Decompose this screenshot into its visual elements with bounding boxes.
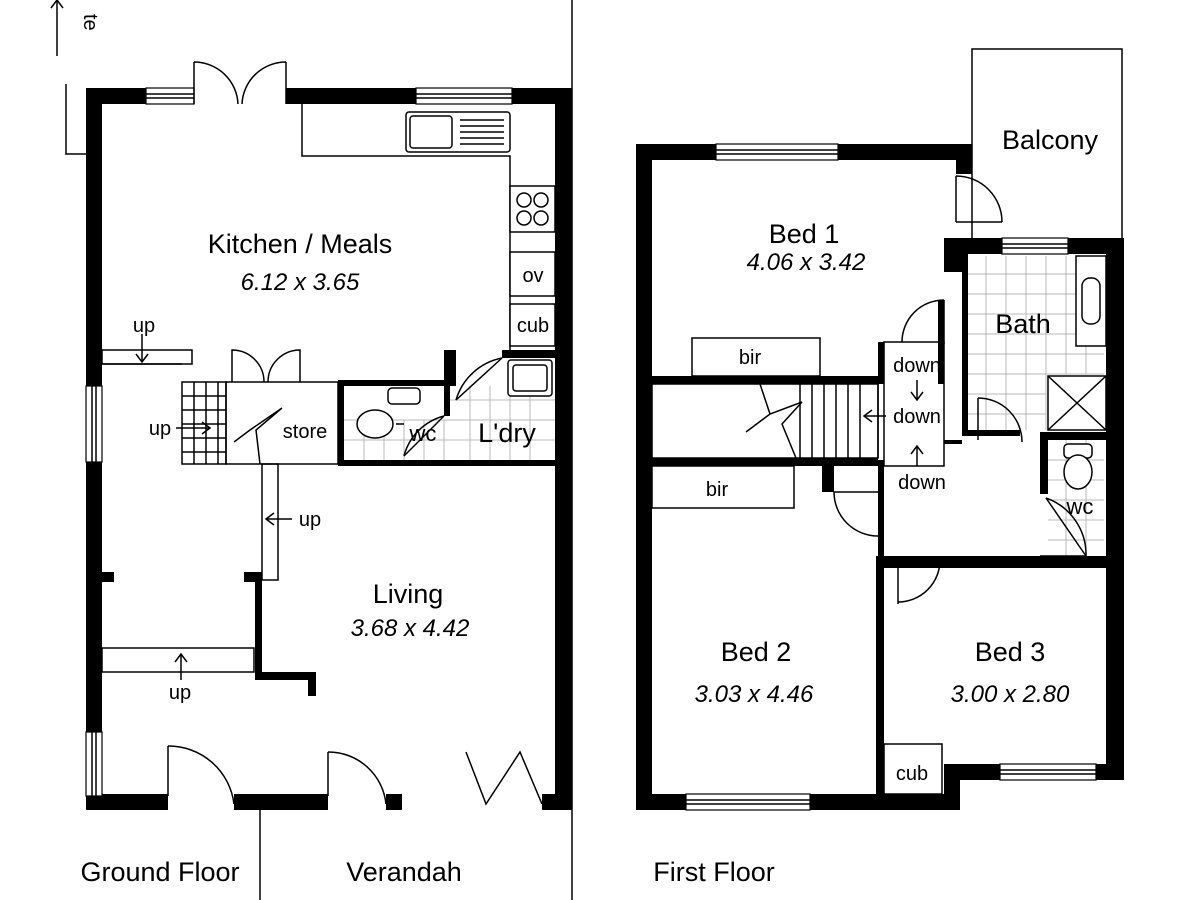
window [999,763,1097,781]
down-arrow-icon [910,444,924,466]
bed2-door-icon [833,491,879,537]
bed2-name: Bed 2 [721,637,792,667]
bir-label: bir [739,347,762,369]
bath-door-icon [977,397,1023,443]
up-arrow-icon [135,334,149,364]
oven-label: ov [522,265,543,287]
store-label: store [283,421,327,443]
up-label: up [133,315,155,337]
store-door-icon [231,349,301,383]
bifold-door-icon [465,750,543,806]
window [85,385,103,463]
up-label: up [149,418,171,440]
vanity-icon [1075,255,1107,347]
ground-floor-title: Ground Floor [80,857,239,887]
first-floor: bir bir cub [636,48,1124,811]
fence-line [65,84,86,155]
cut-label: te [79,14,101,31]
down-label: down [893,355,941,377]
up-arrow-icon [264,512,292,526]
bed1-size: 4.06 x 3.42 [747,249,866,276]
landing-outline [883,341,945,467]
bed3-size: 3.00 x 2.80 [951,681,1070,708]
verandah-label: Verandah [346,857,462,887]
down-label: down [898,472,946,494]
double-door-icon [193,61,287,105]
toilet-icon [356,387,421,439]
kitchen-cupboard-label: cub [517,315,549,337]
bed2-size: 3.03 x 4.46 [695,681,814,708]
window [415,87,513,105]
down-arrow-icon [910,380,924,402]
stair-treads [651,383,879,459]
up-arrow-icon [174,652,188,680]
stair-treads [181,381,227,465]
oven-box [509,251,556,297]
bath-label: Bath [995,309,1051,339]
bir-box [691,337,821,377]
bed1-door-icon [901,299,945,344]
bed3-cupboard-box [883,743,943,795]
toilet-icon [1063,443,1093,490]
step-ledge [101,647,255,673]
sink-icon [405,111,511,153]
kitchen-name: Kitchen / Meals [208,229,393,259]
up-label: up [169,682,191,704]
shower-icon [1047,375,1107,431]
stair-break-line [233,407,283,465]
down-arrow-icon [862,409,886,423]
wc-ground-label: wc [409,421,437,446]
first-floor-title: First Floor [653,857,775,887]
living-size: 3.68 x 4.42 [351,615,470,642]
window [145,87,195,105]
laundry-tub-icon [507,359,553,397]
bed1-name: Bed 1 [769,219,840,249]
window [85,731,103,797]
bir-label: bir [706,479,729,501]
bed3-cupboard-label: cub [896,763,928,785]
wc-first-label: wc [1066,494,1094,519]
kitchen-cupboard-box [509,303,556,347]
ground-floor: ov cub [85,61,572,810]
wc-door-icon [403,415,445,457]
balcony-door-icon [955,175,1003,223]
cooktop-icon [509,185,556,233]
window [685,793,811,811]
verandah-door-icon [327,751,387,805]
bed3-door-icon [897,556,941,604]
laundry-label: L'dry [478,418,536,448]
step-ledge [101,349,193,365]
up-arrow-icon [176,421,212,435]
window [1001,237,1069,255]
balcony-label: Balcony [1002,125,1099,155]
stair-break-line [745,401,803,459]
bed3-name: Bed 3 [975,637,1046,667]
front-door-icon [167,745,235,805]
kitchen-size: 6.12 x 3.65 [241,269,360,296]
up-label: up [299,509,321,531]
window [715,143,839,161]
living-name: Living [373,579,444,609]
laundry-door-icon [455,357,503,401]
section-arrow-icon [50,0,64,56]
step-ledge [261,463,279,581]
bir-box [651,465,795,509]
down-label: down [893,406,941,428]
